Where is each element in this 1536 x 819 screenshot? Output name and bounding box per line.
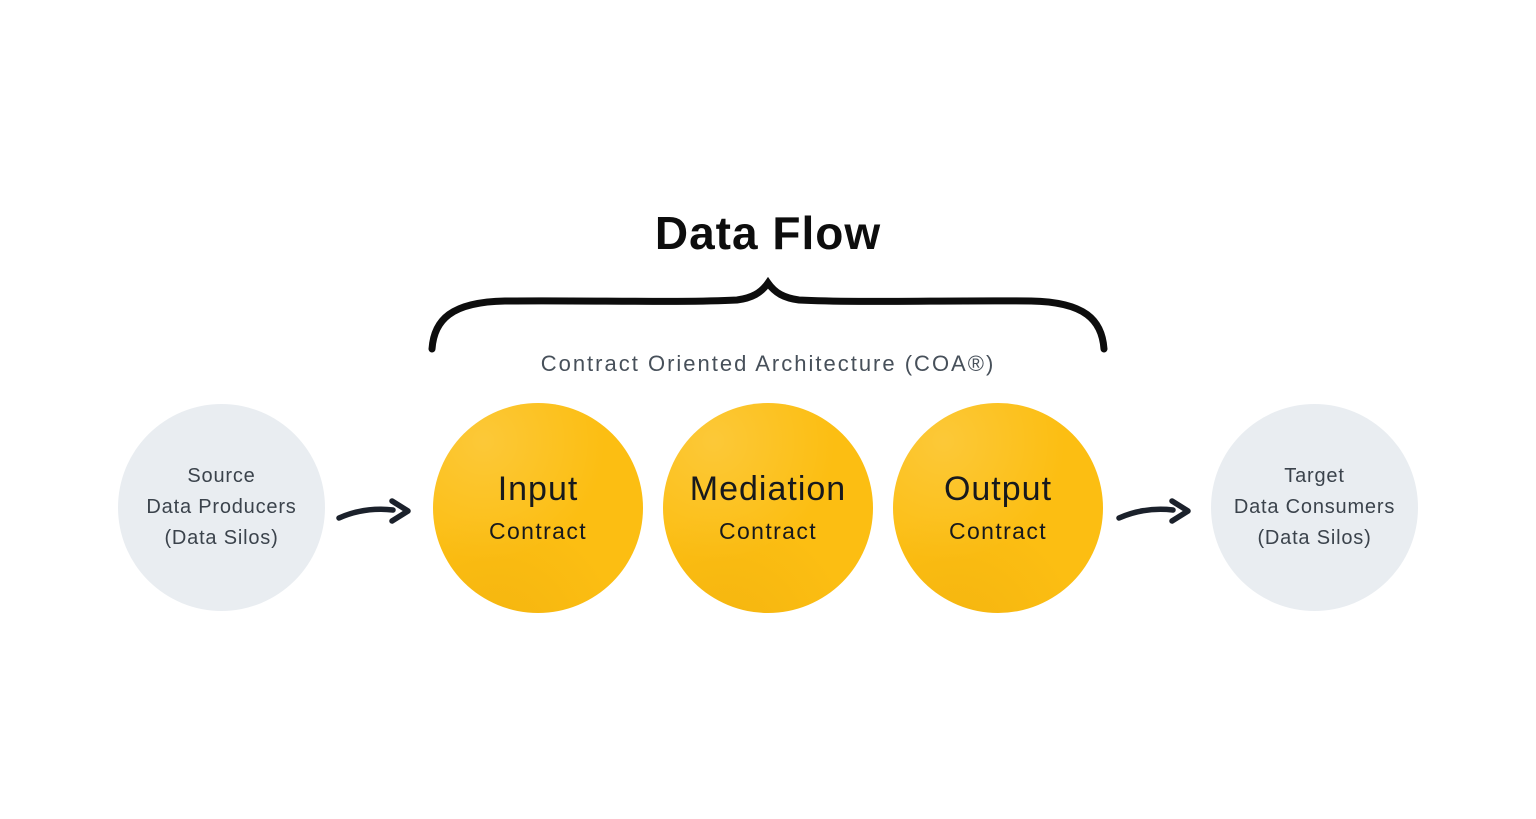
contract-name: Input <box>497 469 579 508</box>
arrow-right-icon <box>1116 498 1191 524</box>
contract-name: Output <box>943 469 1053 508</box>
architecture-label: Contract Oriented Architecture (COA®) <box>540 351 996 376</box>
target-silo-circle: Target Data Consumers (Data Silos) <box>1211 404 1418 611</box>
target-line-2: Data Consumers <box>1233 496 1396 518</box>
contract-type: Contract <box>718 518 818 545</box>
output-contract-circle: Output Contract <box>893 403 1103 613</box>
input-contract-circle: Input Contract <box>433 403 643 613</box>
source-line-1: Source <box>187 465 256 487</box>
contract-type: Contract <box>948 518 1048 545</box>
mediation-contract-circle: Mediation Contract <box>663 403 873 613</box>
arrow-right-icon <box>336 498 411 524</box>
source-silo-circle: Source Data Producers (Data Silos) <box>118 404 325 611</box>
contract-type: Contract <box>488 518 588 545</box>
source-line-2: Data Producers <box>146 496 297 518</box>
diagram-title: Data Flow <box>654 207 882 259</box>
contract-name: Mediation <box>689 469 847 508</box>
target-line-3: (Data Silos) <box>1257 527 1372 549</box>
curly-brace <box>428 276 1108 353</box>
target-line-1: Target <box>1284 465 1345 487</box>
source-line-3: (Data Silos) <box>164 527 279 549</box>
